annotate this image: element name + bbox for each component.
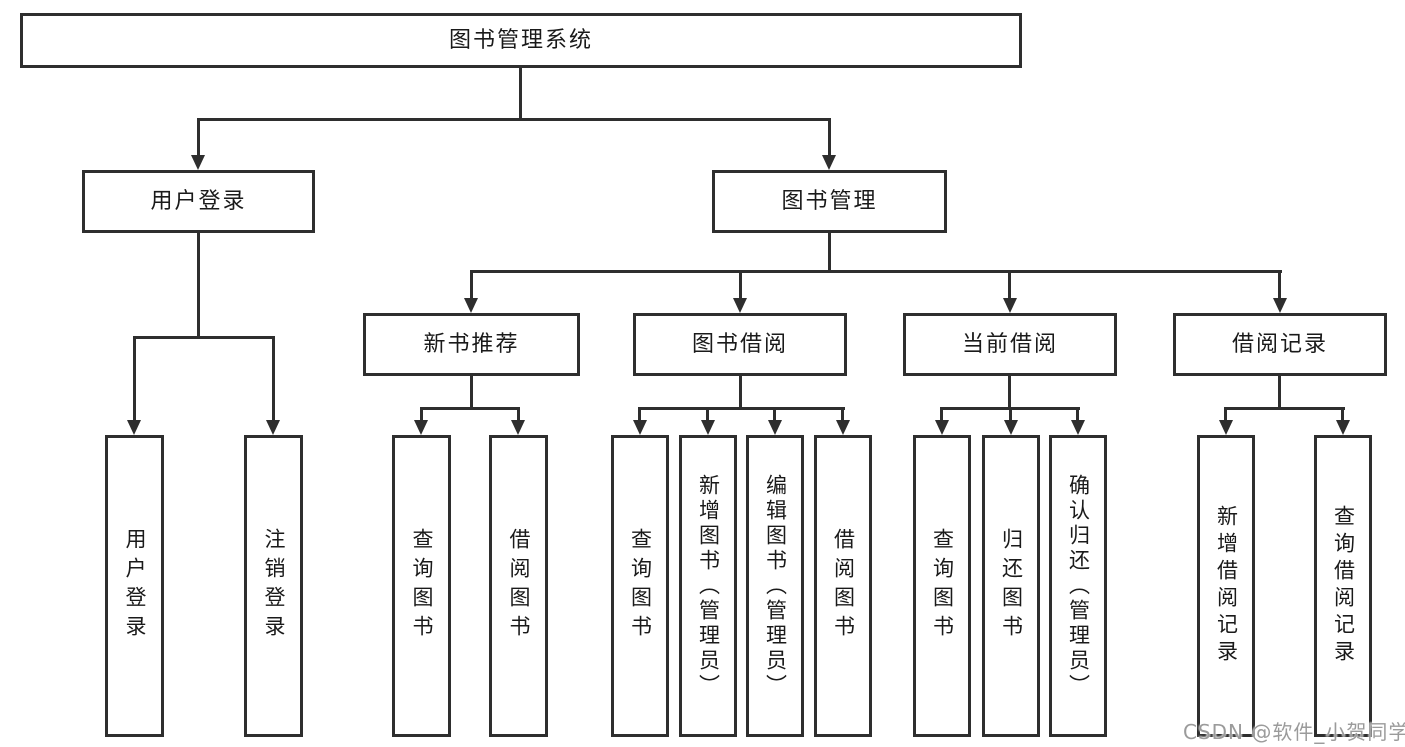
connector-leaf-stem <box>940 407 943 422</box>
connector-book-borrow-stem <box>739 376 742 407</box>
connector-to-book-management <box>828 118 831 156</box>
leaf-user-login-label: 用户登录 <box>123 528 147 644</box>
arrow-down-icon <box>266 420 280 435</box>
connector-to-current-borrow <box>1008 270 1011 298</box>
leaf-logout-login-label: 注销登录 <box>262 528 286 644</box>
arrow-down-icon <box>836 420 850 435</box>
arrow-down-icon <box>935 420 949 435</box>
node-book-borrow-label: 图书借阅 <box>691 331 788 357</box>
leaf-query-books-current-label: 查询图书 <box>930 528 955 644</box>
arrow-down-icon <box>1219 420 1233 435</box>
arrow-down-icon <box>1273 298 1287 313</box>
arrow-down-icon <box>768 420 782 435</box>
node-borrow-records-label: 借阅记录 <box>1231 331 1328 357</box>
leaf-query-books-current: 查询图书 <box>913 435 971 737</box>
leaf-query-books-recommend: 查询图书 <box>392 435 451 737</box>
node-new-book-recommend: 新书推荐 <box>363 313 580 376</box>
connector-leaf-stem <box>1009 407 1012 422</box>
connector-to-borrow-records <box>1278 270 1281 298</box>
arrow-down-icon <box>511 420 525 435</box>
leaf-add-borrow-record-label: 新增借阅记录 <box>1214 505 1239 667</box>
leaf-confirm-return-admin: 确认归还（管理员） <box>1049 435 1107 737</box>
connector-new-book-stem <box>470 376 473 407</box>
connector-book-borrow-rail <box>638 407 845 410</box>
arrow-down-icon <box>1071 420 1085 435</box>
connector-leaf-stem <box>1076 407 1079 422</box>
connector-leaf-stem <box>420 407 423 422</box>
connector-leaf-stem <box>773 407 776 422</box>
node-root: 图书管理系统 <box>20 13 1022 68</box>
connector-root-stem <box>519 68 522 118</box>
arrow-down-icon <box>191 155 205 170</box>
leaf-query-books-borrow: 查询图书 <box>611 435 669 737</box>
leaf-user-login: 用户登录 <box>105 435 164 737</box>
leaf-query-books-borrow-label: 查询图书 <box>628 528 653 644</box>
leaf-query-borrow-record: 查询借阅记录 <box>1314 435 1372 737</box>
connector-to-new-book <box>470 270 473 298</box>
connector-to-user-login <box>197 118 200 156</box>
leaf-borrow-book: 借阅图书 <box>814 435 872 737</box>
node-borrow-records: 借阅记录 <box>1173 313 1387 376</box>
node-user-login: 用户登录 <box>82 170 315 233</box>
arrow-down-icon <box>633 420 647 435</box>
connector-book-management-rail <box>470 270 1282 273</box>
leaf-return-book-label: 归还图书 <box>999 528 1024 644</box>
node-book-management-label: 图书管理 <box>781 188 878 214</box>
arrow-down-icon <box>127 420 141 435</box>
leaf-return-book: 归还图书 <box>982 435 1040 737</box>
node-current-borrow: 当前借阅 <box>903 313 1117 376</box>
leaf-edit-book-admin: 编辑图书（管理员） <box>746 435 804 737</box>
node-user-login-label: 用户登录 <box>150 188 247 214</box>
connector-to-book-borrow <box>739 270 742 298</box>
leaf-query-books-recommend-label: 查询图书 <box>410 528 434 644</box>
leaf-add-borrow-record: 新增借阅记录 <box>1197 435 1255 737</box>
connector-leaf-stem <box>517 407 520 422</box>
leaf-borrow-books-recommend: 借阅图书 <box>489 435 548 737</box>
arrow-down-icon <box>414 420 428 435</box>
node-book-borrow: 图书借阅 <box>633 313 847 376</box>
arrow-down-icon <box>1336 420 1350 435</box>
node-new-book-recommend-label: 新书推荐 <box>423 331 520 357</box>
connector-new-book-rail <box>420 407 520 410</box>
connector-borrow-records-rail <box>1224 407 1345 410</box>
leaf-edit-book-admin-label: 编辑图书（管理员） <box>763 473 788 699</box>
connector-user-login-stem <box>197 233 200 336</box>
connector-leaf-stem <box>841 407 844 422</box>
node-root-label: 图书管理系统 <box>448 27 593 53</box>
leaf-confirm-return-admin-label: 确认归还（管理员） <box>1066 473 1091 699</box>
node-book-management: 图书管理 <box>712 170 947 233</box>
connector-to-leaf-logout <box>272 336 275 421</box>
arrow-down-icon <box>822 155 836 170</box>
arrow-down-icon <box>464 298 478 313</box>
node-current-borrow-label: 当前借阅 <box>961 331 1058 357</box>
arrow-down-icon <box>701 420 715 435</box>
connector-to-leaf-user-login <box>133 336 136 421</box>
connector-leaf-stem <box>638 407 641 422</box>
connector-user-login-rail <box>133 336 275 339</box>
leaf-query-borrow-record-label: 查询借阅记录 <box>1331 505 1356 667</box>
leaf-borrow-books-recommend-label: 借阅图书 <box>507 528 531 644</box>
connector-root-rail <box>197 118 831 121</box>
connector-book-management-stem <box>828 233 831 270</box>
connector-leaf-stem <box>706 407 709 422</box>
arrow-down-icon <box>1003 298 1017 313</box>
connector-current-borrow-stem <box>1008 376 1011 407</box>
leaf-add-book-admin-label: 新增图书（管理员） <box>696 473 721 699</box>
connector-borrow-records-stem <box>1278 376 1281 407</box>
connector-leaf-stem <box>1341 407 1344 422</box>
arrow-down-icon <box>1004 420 1018 435</box>
leaf-logout-login: 注销登录 <box>244 435 303 737</box>
leaf-add-book-admin: 新增图书（管理员） <box>679 435 737 737</box>
csdn-watermark: CSDN @软件_小贺同学 <box>1183 720 1405 744</box>
connector-leaf-stem <box>1224 407 1227 422</box>
arrow-down-icon <box>733 298 747 313</box>
leaf-borrow-book-label: 借阅图书 <box>831 528 856 644</box>
